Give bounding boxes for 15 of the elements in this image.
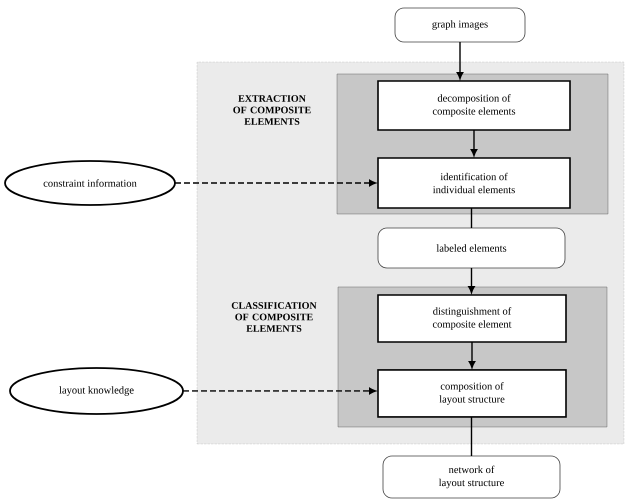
arrow	[183, 388, 376, 394]
arrow	[470, 130, 478, 156]
node-label: CLASSIFICATION OF COMPOSITE ELEMENTS	[232, 302, 317, 332]
node-label: EXTRACTION OF COMPOSITE ELEMENTS	[233, 95, 311, 125]
process-box: composition of layout structure	[377, 369, 567, 418]
rounded-box: labeled elements	[378, 228, 566, 268]
process-box: decomposition of composite elements	[377, 80, 571, 131]
arrow	[468, 268, 475, 294]
process-box: distinguishment of composite element	[377, 294, 567, 343]
arrow	[468, 342, 476, 368]
process-box: identification of individual elements	[377, 157, 571, 209]
arrow	[175, 180, 376, 186]
arrow	[456, 42, 464, 80]
rounded-box: graph images	[394, 8, 526, 42]
rounded-box: network of layout structure	[382, 456, 560, 498]
